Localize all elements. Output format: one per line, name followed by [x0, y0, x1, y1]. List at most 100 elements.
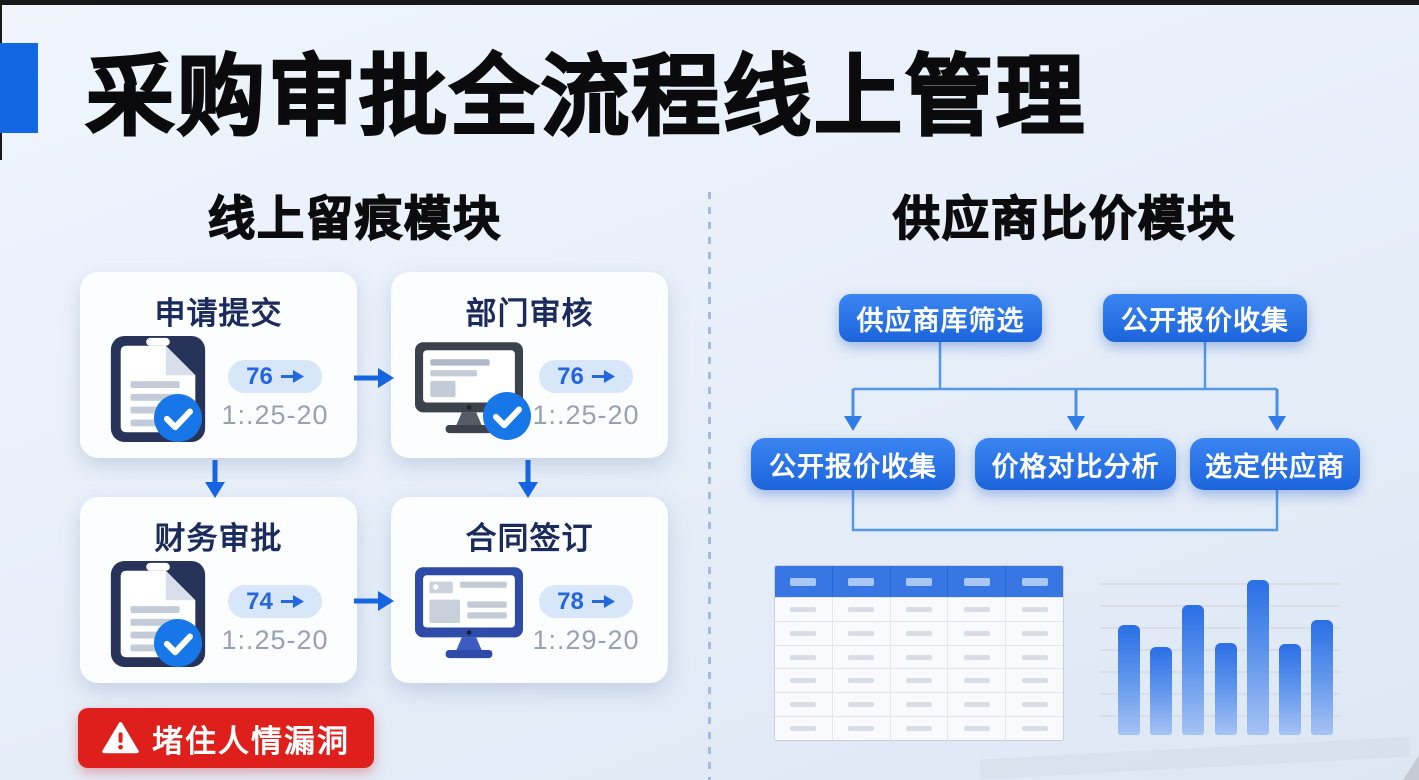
arrow-right-icon — [591, 595, 615, 608]
flow-connector-lines — [844, 342, 1286, 532]
flow-step-supplier-pool-screening: 供应商库筛选 — [839, 294, 1042, 342]
cell-placeholder-dash — [905, 654, 932, 660]
cell-placeholder-dash — [790, 678, 817, 684]
warning-banner: 堵住人情漏洞 — [78, 708, 374, 768]
chart-bar — [1311, 620, 1334, 735]
table-cell — [833, 598, 891, 621]
arrow-right-icon — [354, 591, 394, 611]
step-card-finance-approval: 财务审批 74 1:.25-20 — [80, 497, 357, 683]
warning-triangle-icon — [102, 721, 139, 753]
header-placeholder-dash — [905, 577, 932, 586]
cell-placeholder-dash — [790, 654, 817, 660]
table-row — [775, 620, 1063, 645]
table-cell — [891, 669, 949, 693]
flow-step-label: 公开报价收集 — [1121, 305, 1289, 336]
cell-placeholder-dash — [905, 702, 932, 708]
status-badge: 76 — [228, 360, 322, 393]
right-section-heading: 供应商比价模块 — [892, 191, 1236, 246]
chart-bar — [1182, 605, 1205, 735]
chart-bar — [1214, 643, 1237, 735]
table-cell — [891, 621, 949, 645]
card-title: 财务审批 — [154, 521, 283, 556]
cell-placeholder-dash — [905, 606, 932, 612]
card-title: 合同签订 — [465, 521, 594, 556]
cell-placeholder-dash — [790, 630, 817, 636]
badge-value: 78 — [557, 587, 584, 615]
flow-step-label: 选定供应商 — [1205, 451, 1345, 482]
cell-placeholder-dash — [963, 606, 990, 612]
cell-placeholder-dash — [1021, 726, 1048, 732]
table-cell — [1006, 693, 1063, 716]
cell-placeholder-dash — [790, 702, 817, 708]
table-row — [775, 668, 1063, 693]
cell-placeholder-dash — [790, 726, 817, 732]
flow-step-label: 供应商库筛选 — [856, 305, 1025, 336]
status-badge: 76 — [539, 360, 633, 393]
step-card-department-review: 部门审核 76 1:.25-20 — [391, 272, 668, 458]
table-header-cell — [891, 566, 949, 597]
arrow-right-icon — [280, 595, 304, 608]
table-cell — [833, 621, 891, 645]
badge-value: 76 — [557, 362, 584, 390]
title-accent-square — [0, 43, 38, 133]
cell-placeholder-dash — [848, 606, 875, 612]
flow-step-price-comparison-analysis: 价格对比分析 — [975, 438, 1176, 490]
header-placeholder-dash — [1021, 577, 1048, 586]
table-cell — [833, 693, 891, 717]
left-section-heading: 线上留痕模块 — [207, 191, 502, 246]
cell-placeholder-dash — [1021, 702, 1048, 708]
status-badge: 74 — [228, 585, 322, 618]
cell-placeholder-dash — [1021, 606, 1048, 612]
table-cell — [1006, 646, 1063, 669]
cell-placeholder-dash — [1021, 678, 1048, 684]
table-header-cell — [948, 566, 1007, 597]
monitor-icon — [415, 567, 523, 659]
table-header-row — [775, 566, 1063, 597]
chart-gridline — [1100, 627, 1340, 629]
table-cell — [948, 717, 1007, 740]
table-cell — [833, 669, 891, 693]
card-title: 部门审核 — [465, 296, 594, 331]
table-cell — [1006, 622, 1063, 645]
table-row — [775, 716, 1063, 740]
arrow-right-icon — [354, 368, 394, 388]
chart-bar — [1246, 580, 1269, 735]
page-title: 采购审批全流程线上管理 — [85, 46, 1088, 147]
table-row — [775, 597, 1063, 621]
header-placeholder-dash — [963, 577, 990, 586]
table-cell — [948, 693, 1007, 717]
table-cell — [1006, 717, 1063, 740]
flow-step-select-supplier: 选定供应商 — [1190, 438, 1360, 490]
timestamp: 1:.29-20 — [532, 625, 640, 655]
chart-bar — [1118, 625, 1140, 735]
table-cell — [775, 598, 833, 621]
table-row — [775, 644, 1063, 669]
cell-placeholder-dash — [963, 654, 990, 660]
cell-placeholder-dash — [1021, 654, 1048, 660]
cell-placeholder-dash — [963, 678, 990, 684]
table-header-cell — [1006, 566, 1063, 597]
cell-placeholder-dash — [963, 702, 990, 708]
warning-label: 堵住人情漏洞 — [152, 723, 350, 759]
table-cell — [775, 645, 833, 669]
cell-placeholder-dash — [963, 726, 990, 732]
table-header-cell — [775, 566, 833, 597]
cell-placeholder-dash — [963, 630, 990, 636]
price-bar-chart-placeholder — [1100, 560, 1348, 740]
chart-bar — [1150, 647, 1173, 735]
cell-placeholder-dash — [848, 654, 875, 660]
card-title: 申请提交 — [154, 296, 283, 331]
table-cell — [775, 621, 833, 645]
table-cell — [948, 621, 1007, 645]
dashed-divider — [708, 192, 711, 780]
chart-gridline — [1100, 605, 1340, 607]
table-cell — [833, 645, 891, 669]
check-icon — [154, 394, 202, 442]
top-black-bar — [0, 0, 1419, 5]
arrow-down-icon — [205, 460, 225, 498]
flow-step-label: 公开报价收集 — [769, 451, 937, 482]
cell-placeholder-dash — [848, 678, 875, 684]
table-cell — [1006, 669, 1063, 692]
table-cell — [948, 669, 1007, 693]
